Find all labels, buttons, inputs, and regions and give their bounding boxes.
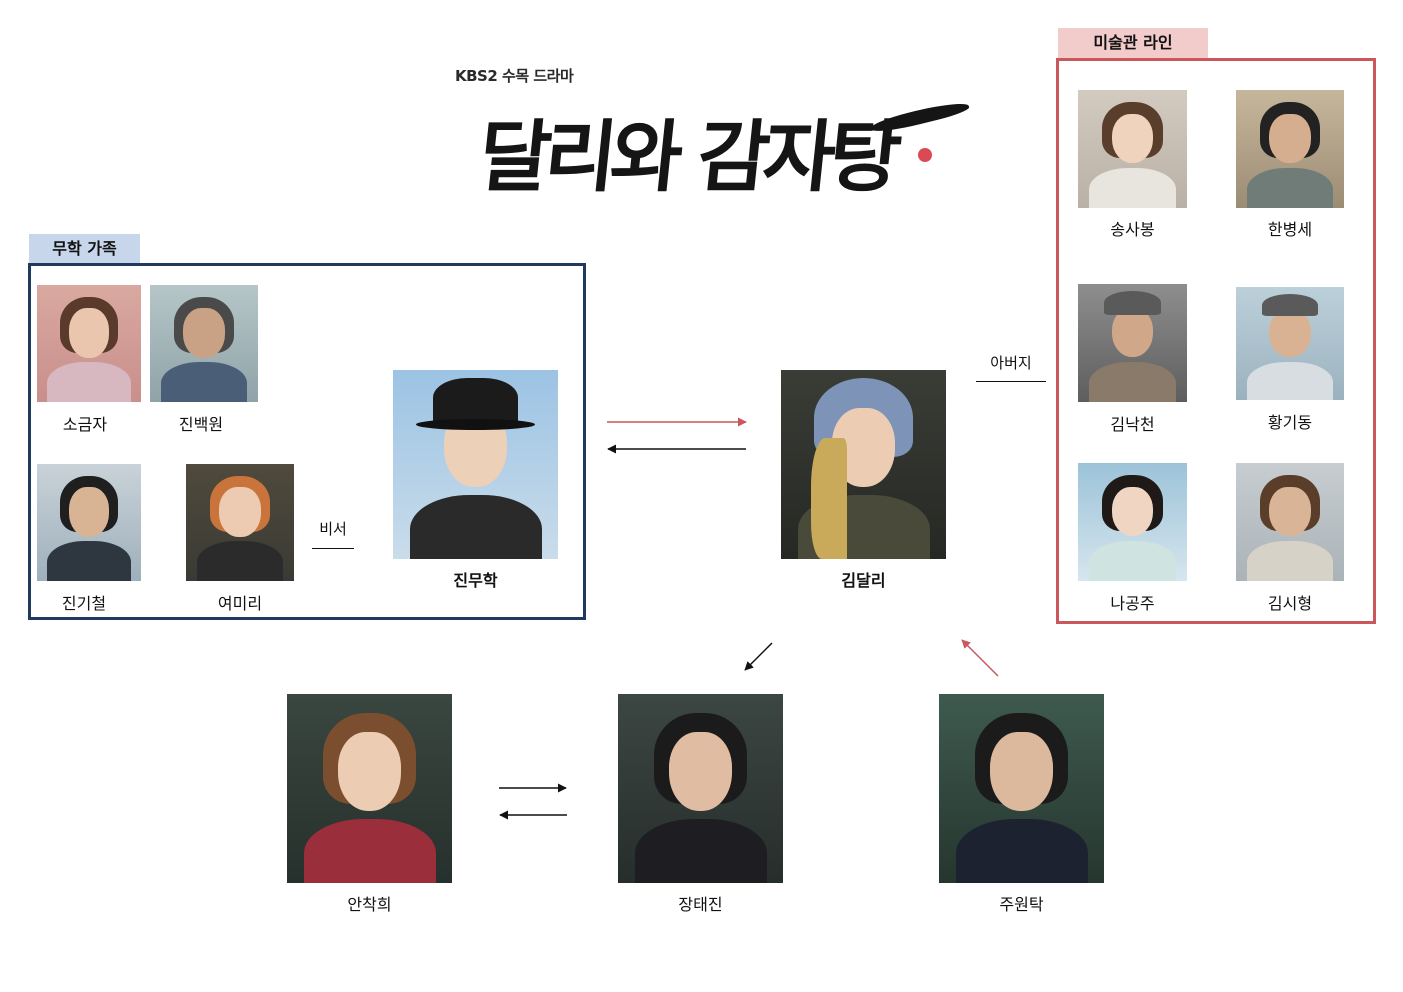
photo-kim-dali xyxy=(781,370,946,559)
photo-jang-taejin xyxy=(618,694,783,883)
photo-jin-baekwon xyxy=(150,285,258,402)
relation-secretary-line xyxy=(312,548,354,549)
photo-na-gongju xyxy=(1078,463,1187,581)
relation-secretary-label: 비서 xyxy=(319,520,347,538)
relation-father-line xyxy=(976,381,1046,382)
photo-yeo-miri xyxy=(186,464,294,581)
name-han-byeongse: 한병세 xyxy=(1267,220,1313,239)
photo-ju-wontak xyxy=(939,694,1104,883)
name-jin-baekwon: 진백원 xyxy=(178,415,224,434)
photo-an-chakhui xyxy=(287,694,452,883)
name-jang-taejin: 장태진 xyxy=(678,895,723,914)
relation-father: 아버지 xyxy=(976,352,1046,373)
name-an-chakhui: 안착희 xyxy=(347,895,392,914)
photo-kim-nakcheon xyxy=(1078,284,1187,402)
family-group-tab: 무학 가족 xyxy=(29,234,140,264)
photo-kim-sihyeong xyxy=(1236,463,1344,581)
name-song-sabong: 송사봉 xyxy=(1110,220,1155,239)
photo-so-geumja xyxy=(37,285,141,402)
logo-subtitle: KBS2 수목 드라마 xyxy=(455,67,574,85)
name-kim-dali: 김달리 xyxy=(841,571,886,590)
name-na-gongju: 나공주 xyxy=(1110,594,1155,613)
arrow-wontak-to-dali xyxy=(961,639,999,677)
arrow-dali-to-taejin xyxy=(744,642,773,671)
name-jin-gicheol: 진기철 xyxy=(61,594,107,613)
name-hwang-gidong: 황기동 xyxy=(1267,413,1313,432)
photo-hwang-gidong xyxy=(1236,287,1344,400)
name-jin-muhak: 진무학 xyxy=(453,571,498,590)
name-so-geumja: 소금자 xyxy=(62,415,108,434)
name-kim-sihyeong: 김시형 xyxy=(1267,594,1313,613)
name-ju-wontak: 주원탁 xyxy=(999,895,1044,914)
photo-jin-muhak xyxy=(393,370,558,559)
relation-secretary: 비서 xyxy=(312,518,354,539)
family-group-box xyxy=(28,263,586,620)
museum-group-box xyxy=(1056,58,1376,624)
name-kim-nakcheon: 김낙천 xyxy=(1110,415,1155,434)
photo-han-byeongse xyxy=(1236,90,1344,208)
museum-group-tab: 미술관 라인 xyxy=(1058,28,1208,58)
name-yeo-miri: 여미리 xyxy=(217,594,263,613)
drama-logo: KBS2 수목 드라마 달리와 감자탕 xyxy=(440,55,980,215)
photo-jin-gicheol xyxy=(37,464,141,581)
red-seal-icon xyxy=(918,148,932,162)
relation-father-label: 아버지 xyxy=(990,354,1032,372)
photo-song-sabong xyxy=(1078,90,1187,208)
